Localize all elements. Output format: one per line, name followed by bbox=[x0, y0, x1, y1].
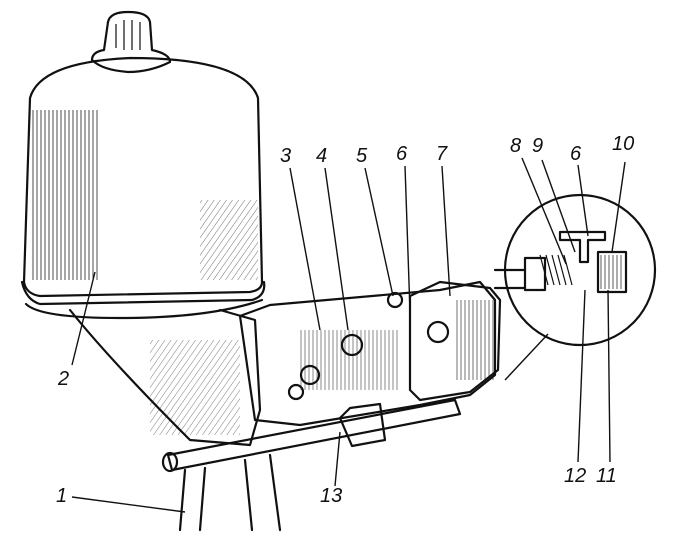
control-rod bbox=[161, 398, 462, 473]
callout-2: 2 bbox=[57, 368, 69, 390]
leader-1 bbox=[71, 496, 186, 513]
pump-cover-shading bbox=[455, 300, 495, 380]
leader-8 bbox=[521, 157, 567, 265]
detail-stem bbox=[493, 268, 527, 290]
leader-6a bbox=[404, 165, 411, 313]
leader-6b bbox=[577, 164, 589, 237]
callout-12: 12 bbox=[564, 465, 586, 487]
filter-body-shading bbox=[30, 110, 100, 280]
bracket-leg bbox=[178, 453, 282, 532]
detail-valve bbox=[558, 230, 607, 264]
rod-clamp bbox=[338, 402, 387, 448]
leader-7 bbox=[441, 165, 451, 297]
leader-4 bbox=[324, 167, 349, 331]
filter-cap-ribs bbox=[115, 20, 141, 50]
detail-view bbox=[493, 193, 657, 381]
callout-9: 9 bbox=[532, 135, 543, 157]
cover-bolt-head-upper bbox=[386, 291, 404, 309]
bracket-shading bbox=[150, 340, 240, 435]
leader-11 bbox=[607, 289, 611, 463]
filter-base-ring bbox=[20, 280, 266, 320]
detail-pointer bbox=[504, 333, 549, 381]
callout-13: 13 bbox=[320, 485, 342, 507]
rod-body bbox=[166, 398, 462, 472]
callout-6-detail: 6 bbox=[570, 143, 582, 165]
rod-end-left bbox=[161, 451, 179, 473]
cover-bolt-head bbox=[426, 320, 450, 344]
filter-canister bbox=[20, 10, 266, 320]
leader-3 bbox=[289, 167, 321, 331]
leader-10 bbox=[611, 161, 626, 253]
callout-3: 3 bbox=[280, 145, 291, 167]
leader-13 bbox=[334, 431, 341, 487]
pump-nut-left bbox=[287, 383, 305, 401]
callout-5: 5 bbox=[356, 145, 368, 167]
detail-circle bbox=[503, 193, 657, 347]
mounting-bracket bbox=[68, 308, 282, 532]
pump-assembly bbox=[238, 280, 502, 427]
callout-1: 1 bbox=[56, 485, 67, 507]
callout-7: 7 bbox=[436, 143, 448, 165]
leader-12 bbox=[577, 289, 586, 463]
callout-11: 11 bbox=[596, 465, 617, 487]
leader-5 bbox=[364, 167, 394, 297]
leader-lines bbox=[71, 157, 626, 513]
callout-8: 8 bbox=[510, 135, 521, 157]
callout-4: 4 bbox=[316, 145, 327, 167]
filter-cap bbox=[90, 10, 172, 74]
filter-body-shading-right bbox=[200, 200, 258, 280]
callout-labels: 1 2 3 4 5 6 6 7 8 9 10 11 12 13 bbox=[56, 133, 634, 507]
leader-9 bbox=[541, 159, 576, 253]
pump-cover bbox=[408, 280, 502, 402]
pump-nut-lower bbox=[299, 364, 321, 386]
callout-6-main: 6 bbox=[396, 143, 408, 165]
leader-2 bbox=[71, 271, 96, 366]
detail-plunger bbox=[523, 256, 547, 292]
detail-seat-shading bbox=[600, 255, 624, 289]
pump-nut-center bbox=[340, 333, 364, 357]
pump-housing-shading bbox=[300, 330, 400, 390]
callout-10: 10 bbox=[612, 133, 634, 155]
filter-body bbox=[22, 56, 264, 298]
